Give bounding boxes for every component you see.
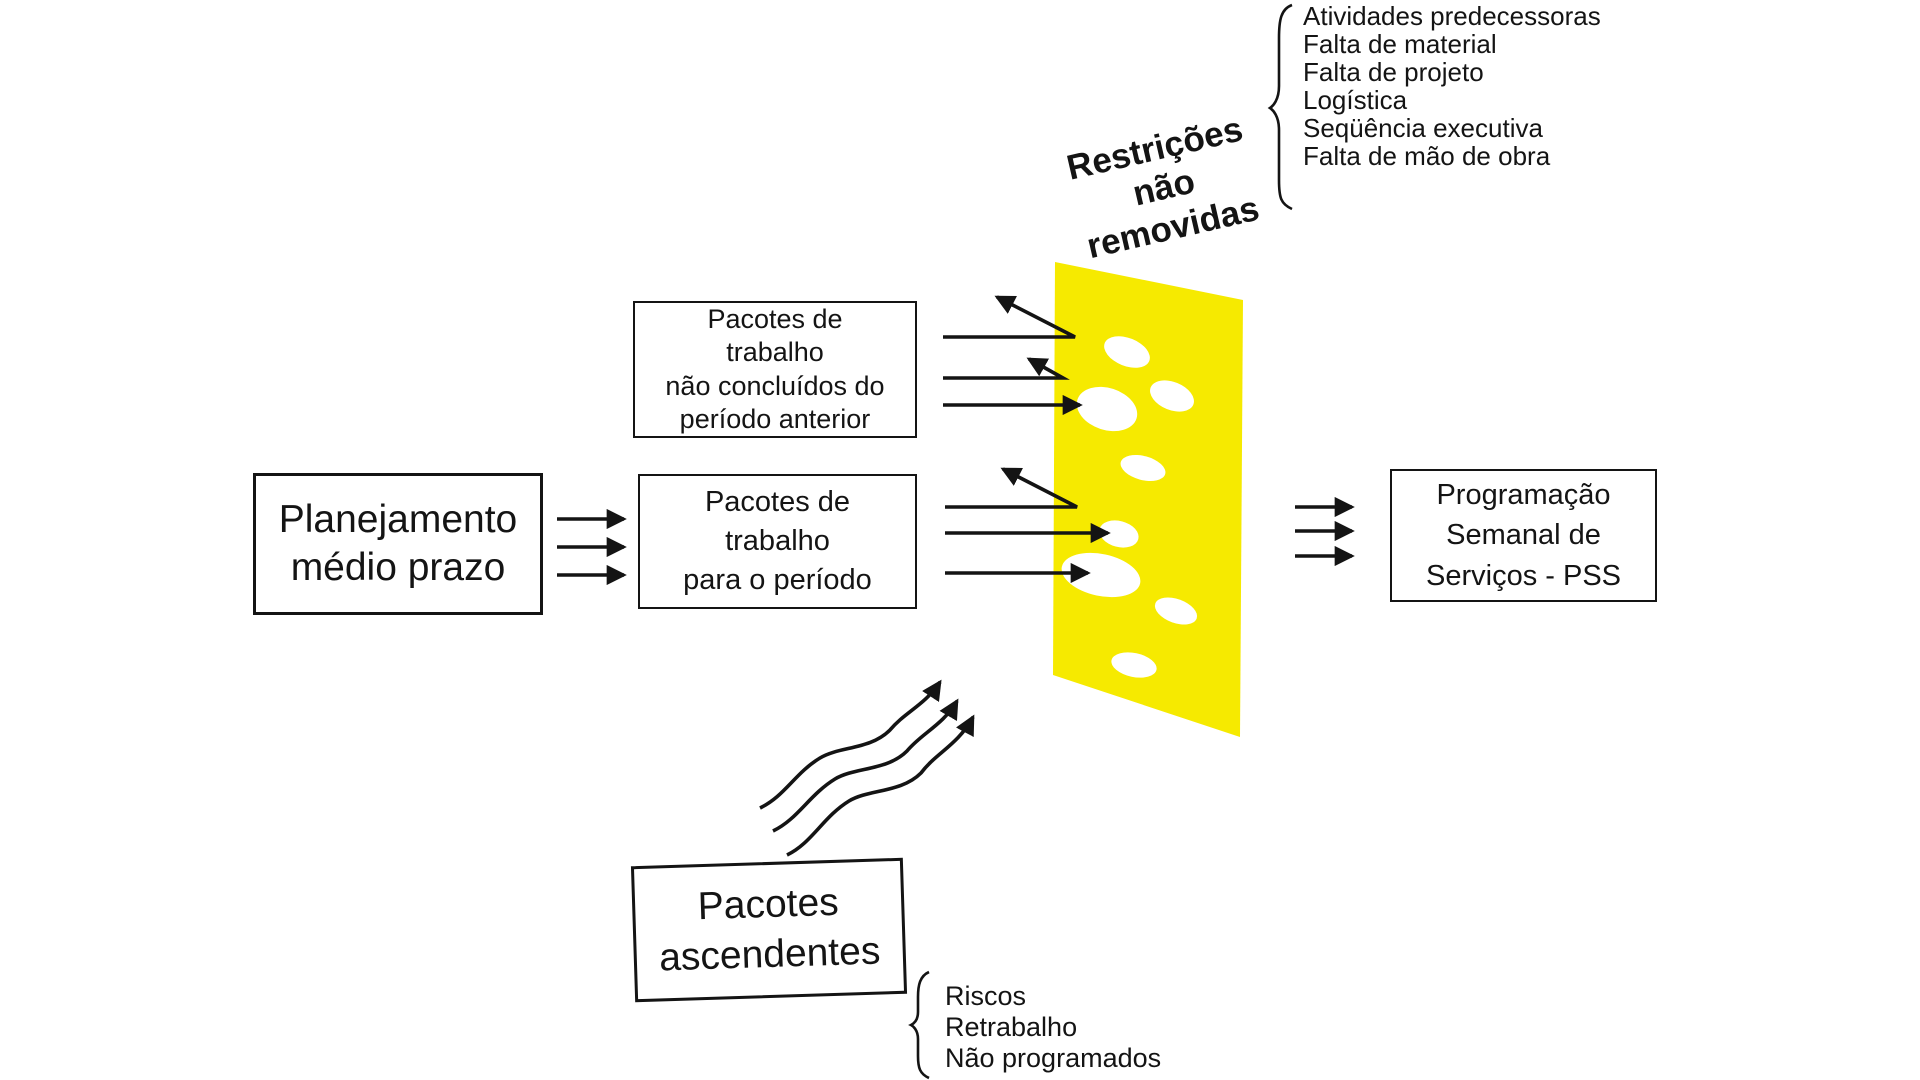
- constraints-brace: [1267, 3, 1293, 211]
- ascending-item: Riscos: [945, 981, 1027, 1011]
- ascending-arrow: [786, 714, 975, 857]
- arrows: [557, 295, 1355, 857]
- wall-hole: [1111, 652, 1157, 678]
- braces: [908, 3, 1293, 1080]
- box-weekly-service-schedule: Programação Semanal de Serviços - PSS: [1390, 469, 1657, 602]
- constraint-item: Atividades predecessoras: [1303, 1, 1601, 31]
- constraint-item: Falta de projeto: [1303, 57, 1484, 87]
- ascending-brace: [908, 970, 930, 1080]
- wall-hole: [1150, 380, 1194, 412]
- ascending-arrow: [759, 679, 942, 810]
- wall-holes: [1061, 336, 1198, 678]
- ascending-item: Não programados: [945, 1043, 1162, 1073]
- box-medium-term-planning: Planejamento médio prazo: [253, 473, 543, 615]
- constraint-item: Falta de mão de obra: [1303, 141, 1551, 171]
- deflected-arrow: [945, 467, 1078, 509]
- box-work-packages-for-period: Pacotes de trabalho para o período: [638, 474, 917, 609]
- constraint-item: Falta de material: [1303, 29, 1497, 59]
- wall-hole: [1120, 454, 1166, 482]
- deflected-arrow: [943, 295, 1076, 339]
- ascending-list: Riscos Retrabalho Não programados: [945, 981, 1161, 1074]
- constraint-item: Seqüência executiva: [1303, 113, 1543, 143]
- ascending-arrow: [772, 698, 959, 833]
- wall-hole: [1154, 597, 1198, 625]
- ascending-item: Retrabalho: [945, 1012, 1078, 1042]
- box-ascending-packages: Pacotes ascendentes: [630, 857, 908, 1003]
- constraint-item: Logística: [1303, 85, 1408, 115]
- wall-hole: [1104, 336, 1150, 368]
- box-work-packages-not-concluded: Pacotes de trabalho não concluídos do pe…: [633, 301, 917, 438]
- deflected-arrow: [943, 357, 1070, 380]
- wall-hole: [1076, 386, 1138, 432]
- constraints-list: Atividades predecessoras Falta de materi…: [1303, 2, 1601, 170]
